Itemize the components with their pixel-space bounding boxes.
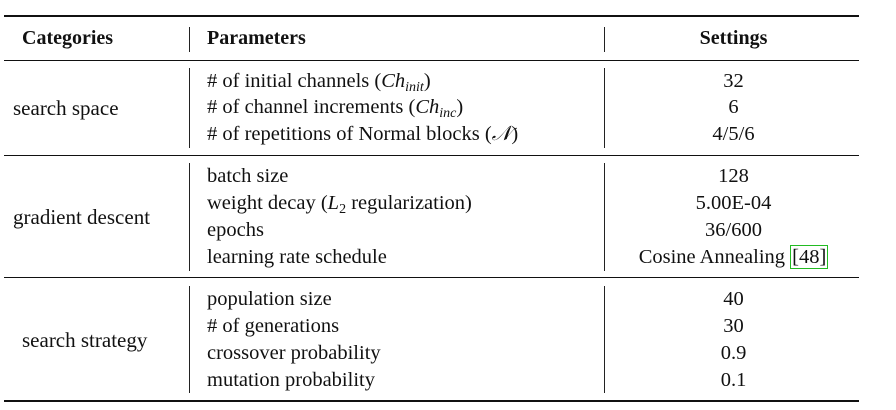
col-separator-right-g2 xyxy=(604,163,605,271)
math-subscript: 2 xyxy=(339,202,347,217)
param-text: weight decay ( xyxy=(207,192,328,214)
setting-initial-channels: 32 xyxy=(723,70,744,92)
header-settings: Settings xyxy=(699,27,768,49)
param-lr-schedule: learning rate schedule xyxy=(207,246,387,268)
param-crossover: crossover probability xyxy=(207,342,381,364)
math-symbol: L xyxy=(327,192,340,214)
header-categories: Categories xyxy=(22,27,114,49)
param-generations: # of generations xyxy=(207,315,340,337)
setting-population-size: 40 xyxy=(723,288,744,310)
setting-batch-size: 128 xyxy=(718,165,749,187)
setting-epochs: 36/600 xyxy=(705,219,762,241)
param-close: ) xyxy=(511,123,519,145)
setting-normal-repetitions: 4/5/6 xyxy=(712,123,755,145)
setting-weight-decay: 5.00E-04 xyxy=(695,192,772,214)
setting-crossover: 0.9 xyxy=(720,342,747,364)
col-separator-right-header xyxy=(604,27,605,52)
header-rule xyxy=(4,60,859,61)
param-population-size: population size xyxy=(207,288,332,310)
col-separator-right-g3 xyxy=(604,286,605,393)
group-rule-2 xyxy=(4,277,859,278)
math-subscript: inc xyxy=(439,106,457,121)
param-close: ) xyxy=(423,70,431,92)
category-search-space: search space xyxy=(13,96,119,120)
param-close: ) xyxy=(456,96,464,118)
param-epochs: epochs xyxy=(207,219,264,241)
math-symbol: Ch xyxy=(415,96,440,118)
setting-text: Cosine Annealing xyxy=(638,246,786,268)
param-weight-decay: weight decay (L2 regularization) xyxy=(207,190,472,223)
col-separator-left-g3 xyxy=(189,286,190,393)
setting-channel-increments: 6 xyxy=(728,96,739,118)
category-gradient-descent: gradient descent xyxy=(13,205,151,229)
col-separator-left-g1 xyxy=(189,68,190,148)
param-channel-increments: # of channel increments (Chinc) xyxy=(207,94,463,127)
group-rule-1 xyxy=(4,155,859,156)
category-search-strategy: search strategy xyxy=(22,328,148,352)
param-text: # of channel increments ( xyxy=(207,96,416,118)
math-symbol: 𝒩 xyxy=(491,123,512,145)
setting-lr-schedule: Cosine Annealing [48] xyxy=(606,244,861,270)
param-close: regularization) xyxy=(346,192,472,214)
col-separator-left-header xyxy=(189,27,190,52)
param-batch-size: batch size xyxy=(207,165,289,187)
setting-mutation: 0.1 xyxy=(720,369,747,391)
math-subscript: init xyxy=(405,80,424,95)
header-parameters: Parameters xyxy=(207,27,306,49)
col-separator-right-g1 xyxy=(604,68,605,148)
param-normal-repetitions: # of repetitions of Normal blocks (𝒩) xyxy=(207,121,518,147)
citation-link[interactable]: [48] xyxy=(790,245,829,269)
setting-generations: 30 xyxy=(723,315,744,337)
param-text: # of repetitions of Normal blocks ( xyxy=(207,123,492,145)
col-separator-left-g2 xyxy=(189,163,190,271)
bottom-rule xyxy=(4,400,859,402)
param-mutation: mutation probability xyxy=(207,369,375,391)
param-initial-channels: # of initial channels (Chinit) xyxy=(207,68,431,101)
math-symbol: Ch xyxy=(381,70,406,92)
top-rule xyxy=(4,15,859,17)
param-text: # of initial channels ( xyxy=(207,70,382,92)
